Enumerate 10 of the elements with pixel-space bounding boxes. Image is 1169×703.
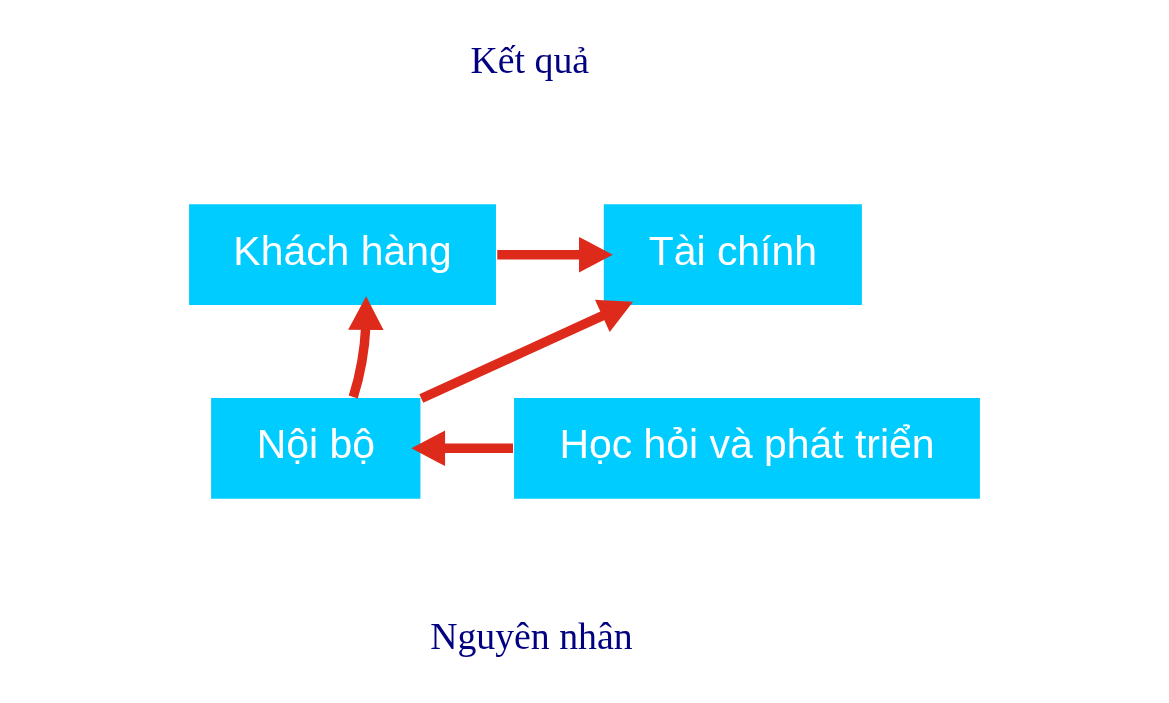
label: Kết quả <box>470 39 590 82</box>
node-box: Học hỏi và phát triển <box>512 396 982 501</box>
arrow <box>419 299 634 403</box>
arrow <box>348 296 384 399</box>
arrow <box>411 430 514 466</box>
label: Nguyên nhân <box>430 615 633 658</box>
node-box: Khách hàng <box>187 202 498 307</box>
arrow <box>497 237 613 273</box>
node-box: Nội bộ <box>209 396 422 501</box>
node-box: Tài chính <box>602 202 864 307</box>
